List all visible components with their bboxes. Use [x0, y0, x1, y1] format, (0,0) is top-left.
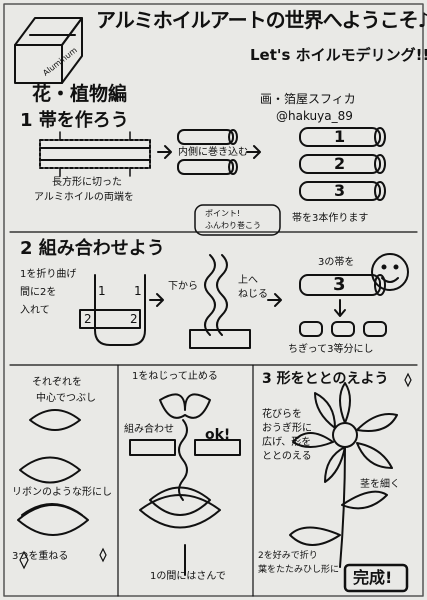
twisted-foil-drawing: [189, 254, 251, 349]
stem-label: 茎を細く: [360, 479, 400, 490]
arrow-icon: [157, 145, 172, 159]
combine-label: 組み合わせ: [124, 424, 174, 435]
band-number: 2: [334, 154, 346, 173]
section-title: 花・植物編: [32, 83, 128, 105]
step3c-title: 3 形をととのえよう: [262, 371, 389, 387]
author-handle: @hakuya_89: [276, 109, 353, 123]
step1-fold-label: 内側に巻き込む: [178, 147, 248, 158]
step3a-line-3: リボンのような形にし: [12, 487, 112, 498]
step1-result: 帯を3本作ります: [292, 213, 369, 224]
petal-line-2: おうぎ形に: [262, 423, 312, 434]
author-name: 画・箔屋スフィカ: [260, 92, 356, 106]
band-number: 1: [334, 127, 346, 146]
step3b-title: 1をねじって止める: [132, 371, 218, 382]
split-label: ちぎって3等分にし: [288, 344, 374, 355]
three-band-label: 3の帯を: [318, 257, 355, 268]
band-split-drawing: [299, 274, 387, 337]
paper-border: [3, 3, 424, 597]
twist-label-2: ねじる: [238, 289, 268, 300]
sparkle-icon: [99, 547, 107, 563]
step1-note-1: 長方形に切った: [52, 177, 122, 188]
petal-line-3: 広げ、形を: [262, 437, 312, 448]
band-label: 2: [130, 312, 138, 326]
step3a-stack: 3つを重ねる: [12, 551, 69, 562]
arrow-icon: [149, 293, 164, 307]
done-stamp: [343, 563, 409, 593]
step1-title: 1 帯を作ろう: [20, 110, 129, 131]
page-title: アルミホイルアートの世界へようこそ♪: [96, 8, 427, 32]
from-below-label: 下から: [168, 281, 198, 292]
point-label: ポイント!: [205, 209, 241, 218]
flower-drawing: [289, 382, 398, 568]
ok-label: ok!: [205, 427, 231, 443]
big-number: 3: [333, 274, 346, 295]
petal-line-1: 花びらを: [262, 409, 302, 420]
sparkle-icon: [404, 372, 412, 388]
fold-line-1: 2を好みで折り: [258, 551, 318, 561]
band-label: 2: [84, 312, 92, 326]
arrow-icon: [267, 293, 282, 307]
pinch-label: 1の間にはさんで: [150, 571, 226, 582]
petal-line-4: ととのえる: [262, 451, 312, 462]
arrow-icon: [246, 145, 261, 159]
band-number: 3: [334, 181, 346, 200]
twist-label-1: 上へ: [238, 275, 258, 286]
step2-instr-1: 1を折り曲げ: [20, 269, 77, 280]
step2-title: 2 組み合わせよう: [20, 238, 165, 259]
step2-instr-2: 間に2を: [20, 287, 57, 298]
smiley-face-icon: [371, 253, 409, 291]
bow-drawing: [129, 393, 241, 576]
done-label: 完成!: [353, 568, 393, 587]
foil-rectangle-drawing: [39, 131, 151, 177]
page-subtitle: Let's ホイルモデリング!!: [250, 46, 427, 64]
three-bands-drawing: [299, 127, 386, 201]
step1-note-2: アルミホイルの両端を: [34, 192, 134, 203]
step3a-line-1: それぞれを: [32, 377, 82, 388]
band-label: 1: [134, 284, 142, 298]
sparkle-icon: [19, 550, 29, 570]
step2-instr-3: 入れて: [20, 305, 50, 316]
point-text: ふんわり巻こう: [205, 221, 261, 230]
rolled-foil-drawing: [177, 129, 238, 175]
point-bubble: [194, 204, 281, 236]
step3a-line-2: 中心でつぶし: [36, 393, 96, 404]
u-shape-drawing: [79, 274, 146, 346]
band-label: 1: [98, 284, 106, 298]
foil-box-illustration: [14, 17, 83, 84]
ribbon-drawing: [17, 409, 89, 536]
fold-line-2: 葉をたたみひし形に: [258, 565, 340, 575]
